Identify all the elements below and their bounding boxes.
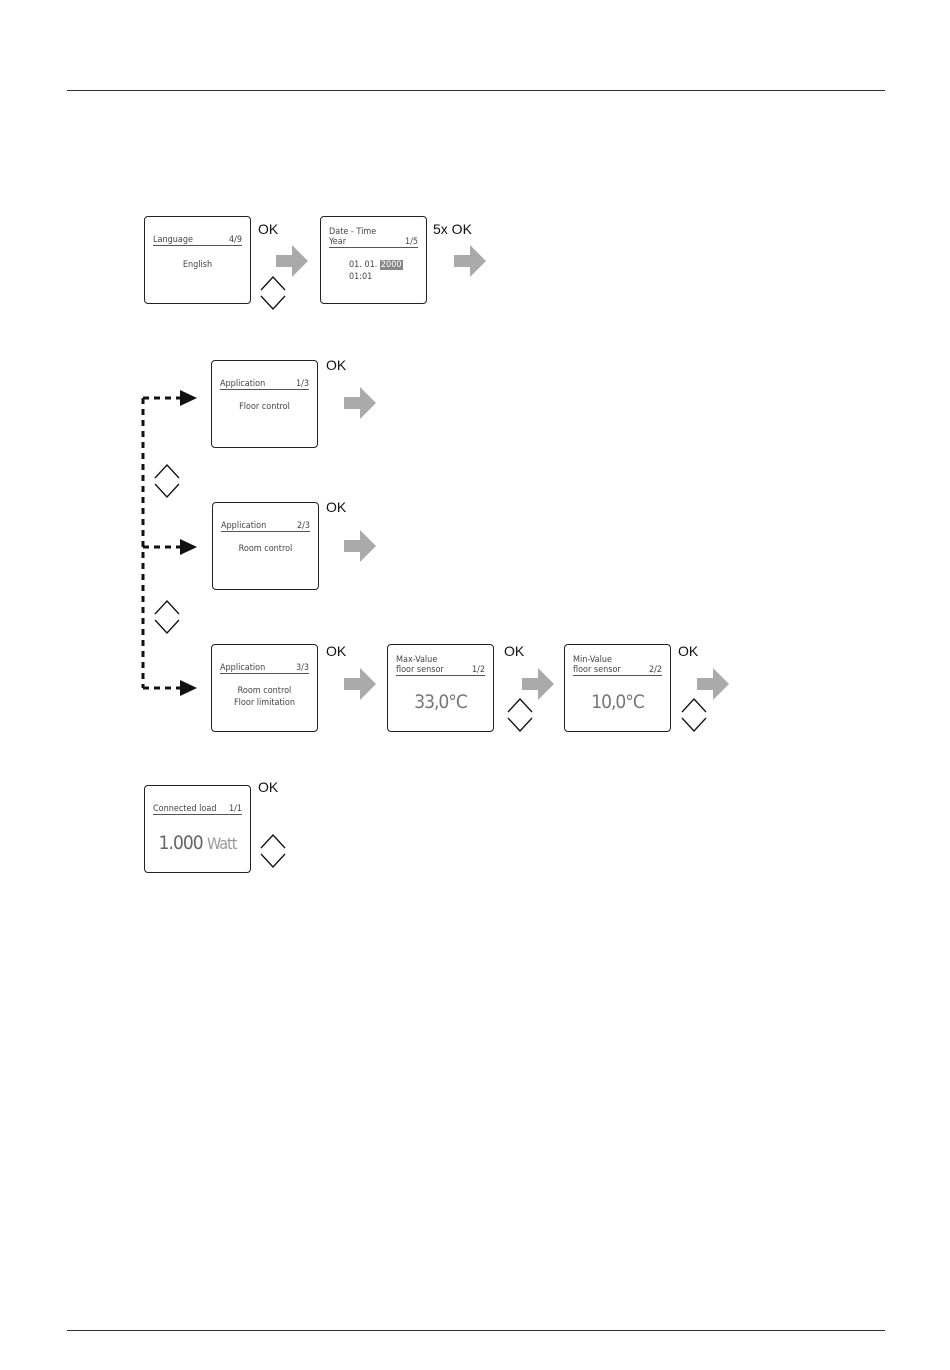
screen-title: Application (220, 663, 266, 673)
ok-label: OK (504, 643, 525, 659)
screen-page: 1/1 (228, 804, 242, 814)
screen-title: Language (153, 235, 193, 245)
right-arrow-icon (344, 668, 376, 700)
right-arrow-icon (697, 668, 729, 700)
screen-value: Floor control (239, 402, 290, 412)
year-value: 2000 (379, 260, 403, 270)
up-down-chevron-icon (260, 276, 286, 310)
screen-subtitle: floor sensor (573, 665, 621, 675)
up-down-chevron-icon (154, 600, 180, 634)
up-down-chevron-icon (507, 698, 533, 732)
screen-page: 2/2 (648, 665, 662, 675)
screen-title: Connected load (153, 804, 217, 814)
application-1-screen: Application 1/3 Floor control (211, 360, 318, 448)
screen-subtitle: floor sensor (396, 665, 444, 675)
screen-value: Room control (238, 544, 293, 554)
time-value: 01:01 (349, 272, 373, 282)
screen-page: 2/3 (296, 521, 310, 531)
top-rule (67, 90, 885, 91)
bottom-rule (67, 1330, 885, 1331)
screen-title: Date - Time (329, 227, 377, 237)
right-arrow-icon (454, 245, 486, 277)
language-screen: Language 4/9 English (144, 216, 251, 304)
screen-title: Application (220, 379, 266, 389)
load-value: 1.000 (158, 832, 204, 854)
application-2-screen: Application 2/3 Room control (212, 502, 319, 590)
screen-page: 1/3 (295, 379, 309, 389)
load-unit: Watt (207, 834, 237, 853)
screen-value: Room control (237, 686, 292, 696)
connected-load-screen: Connected load 1/1 1.000 Watt (144, 785, 251, 873)
ok-label: OK (258, 779, 279, 795)
ok-label: OK (326, 499, 347, 515)
screen-value: English (182, 260, 213, 270)
right-arrow-icon (344, 530, 376, 562)
screen-page: 4/9 (228, 235, 242, 245)
up-down-chevron-icon (260, 834, 286, 868)
arrowhead-icon (180, 680, 197, 696)
arrowhead-icon (180, 539, 197, 555)
screen-value: 10,0°C (591, 691, 645, 713)
up-down-chevron-icon (154, 464, 180, 498)
screen-page: 1/2 (471, 665, 485, 675)
right-arrow-icon (344, 387, 376, 419)
ok-label: OK (258, 221, 279, 237)
up-down-chevron-icon (681, 698, 707, 732)
screen-value: 33,0°C (414, 691, 468, 713)
ok-label: OK (326, 357, 347, 373)
screen-page: 1/5 (404, 237, 418, 247)
date-value: 01. 01. (349, 260, 378, 270)
screen-value: Floor limitation (234, 698, 295, 708)
screen-subtitle: Year (329, 237, 347, 247)
ok-label: OK (326, 643, 347, 659)
right-arrow-icon (276, 245, 308, 277)
screen-page: 3/3 (295, 663, 309, 673)
ok-label: OK (678, 643, 699, 659)
right-arrow-icon (522, 668, 554, 700)
screen-title: Min-Value (573, 655, 612, 665)
arrowhead-icon (180, 390, 197, 406)
ok-5x-label: 5x OK (433, 221, 472, 237)
screen-title: Application (221, 521, 267, 531)
screen-title: Max-Value (396, 655, 438, 665)
